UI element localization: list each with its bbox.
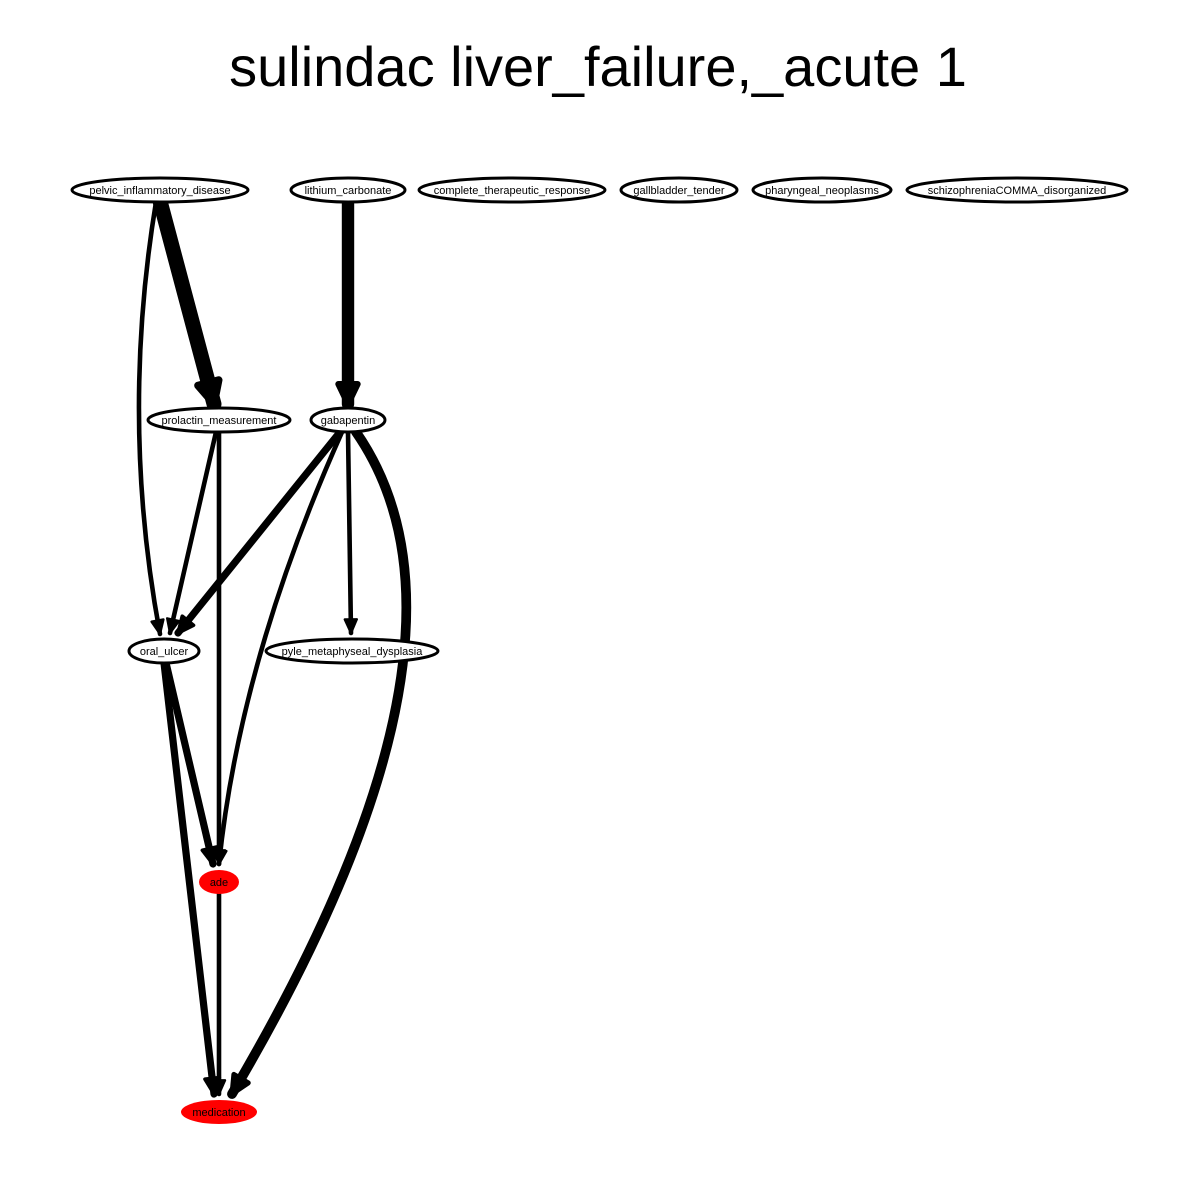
arrowhead-gabapentin-to-ade — [213, 848, 228, 866]
node-ellipse — [146, 406, 292, 434]
node-ellipse — [70, 176, 250, 204]
node-ellipse — [127, 637, 201, 665]
node-ellipse — [751, 176, 893, 204]
nodes-layer: pelvic_inflammatory_disease lithium_carbo… — [70, 176, 1129, 1124]
node-label: ade — [210, 877, 228, 889]
node-pyle_metaphyseal_dysplasia: pyle_metaphyseal_dysplasia — [264, 637, 440, 665]
node-ellipse — [199, 870, 239, 894]
arrowhead-gabapentin-to-pyle_metaphyseal_dysplasia — [343, 618, 359, 635]
node-label: gallbladder_tender — [633, 185, 724, 197]
arrowhead-gabapentin-to-oral_ulcer — [176, 614, 196, 635]
node-ellipse — [309, 406, 387, 434]
arrowhead-oral_ulcer-to-ade — [200, 845, 219, 866]
node-lithium_carbonate: lithium_carbonate — [289, 176, 407, 204]
arrowhead-prolactin_measurement-to-oral_ulcer — [165, 617, 181, 635]
node-label: gabapentin — [321, 415, 375, 427]
edge-oral_ulcer-to-medication — [160, 659, 218, 1098]
node-ellipse — [289, 176, 407, 204]
arrowhead-pelvic_inflammatory_disease-to-oral_ulcer — [150, 618, 165, 636]
edge-pelvic_inflammatory_disease-to-oral_ulcer — [136, 199, 163, 637]
edge-gabapentin-to-pyle_metaphyseal_dysplasia — [345, 429, 354, 636]
node-label: lithium_carbonate — [305, 185, 392, 197]
node-medication: medication — [181, 1100, 257, 1124]
edge-oral_ulcer-to-ade — [162, 659, 217, 868]
node-gallbladder_tender: gallbladder_tender — [619, 176, 739, 204]
node-ade: ade — [199, 870, 239, 894]
node-ellipse — [619, 176, 739, 204]
node-ellipse — [264, 637, 440, 665]
node-ellipse — [417, 176, 607, 204]
arrowhead-gabapentin-to-medication — [229, 1071, 251, 1097]
node-label: pelvic_inflammatory_disease — [89, 185, 230, 197]
edge-prolactin_measurement-to-oral_ulcer — [167, 429, 219, 636]
edge-pelvic_inflammatory_disease-to-prolactin_measurement — [152, 193, 222, 412]
node-ellipse — [181, 1100, 257, 1124]
node-ellipse — [905, 176, 1129, 204]
node-label: pharyngeal_neoplasms — [765, 185, 879, 197]
node-gabapentin: gabapentin — [309, 406, 387, 434]
edges-layer — [136, 193, 412, 1099]
edge-gabapentin-to-medication — [227, 427, 412, 1099]
arrowhead-ade-to-medication — [211, 1079, 227, 1096]
edge-gabapentin-to-ade — [216, 429, 345, 867]
diagram-title: sulindac liver_failure,_acute 1 — [229, 35, 967, 98]
node-pharyngeal_neoplasms: pharyngeal_neoplasms — [751, 176, 893, 204]
node-label: oral_ulcer — [140, 646, 189, 658]
edge-gabapentin-to-oral_ulcer — [174, 428, 344, 637]
node-label: pyle_metaphyseal_dysplasia — [282, 646, 424, 658]
arrowhead-lithium_carbonate-to-gabapentin — [335, 380, 361, 408]
node-label: schizophreniaCOMMA_disorganized — [928, 185, 1107, 197]
node-complete_therapeutic_response: complete_therapeutic_response — [417, 176, 607, 204]
node-pelvic_inflammatory_disease: pelvic_inflammatory_disease — [70, 176, 250, 204]
arrowhead-pelvic_inflammatory_disease-to-prolactin_measurement — [194, 376, 223, 408]
node-schizophreniaCOMMA_disorganized: schizophreniaCOMMA_disorganized — [905, 176, 1129, 204]
node-label: prolactin_measurement — [162, 415, 277, 427]
node-oral_ulcer: oral_ulcer — [127, 637, 201, 665]
node-prolactin_measurement: prolactin_measurement — [146, 406, 292, 434]
node-label: medication — [192, 1107, 245, 1119]
node-label: complete_therapeutic_response — [434, 185, 591, 197]
